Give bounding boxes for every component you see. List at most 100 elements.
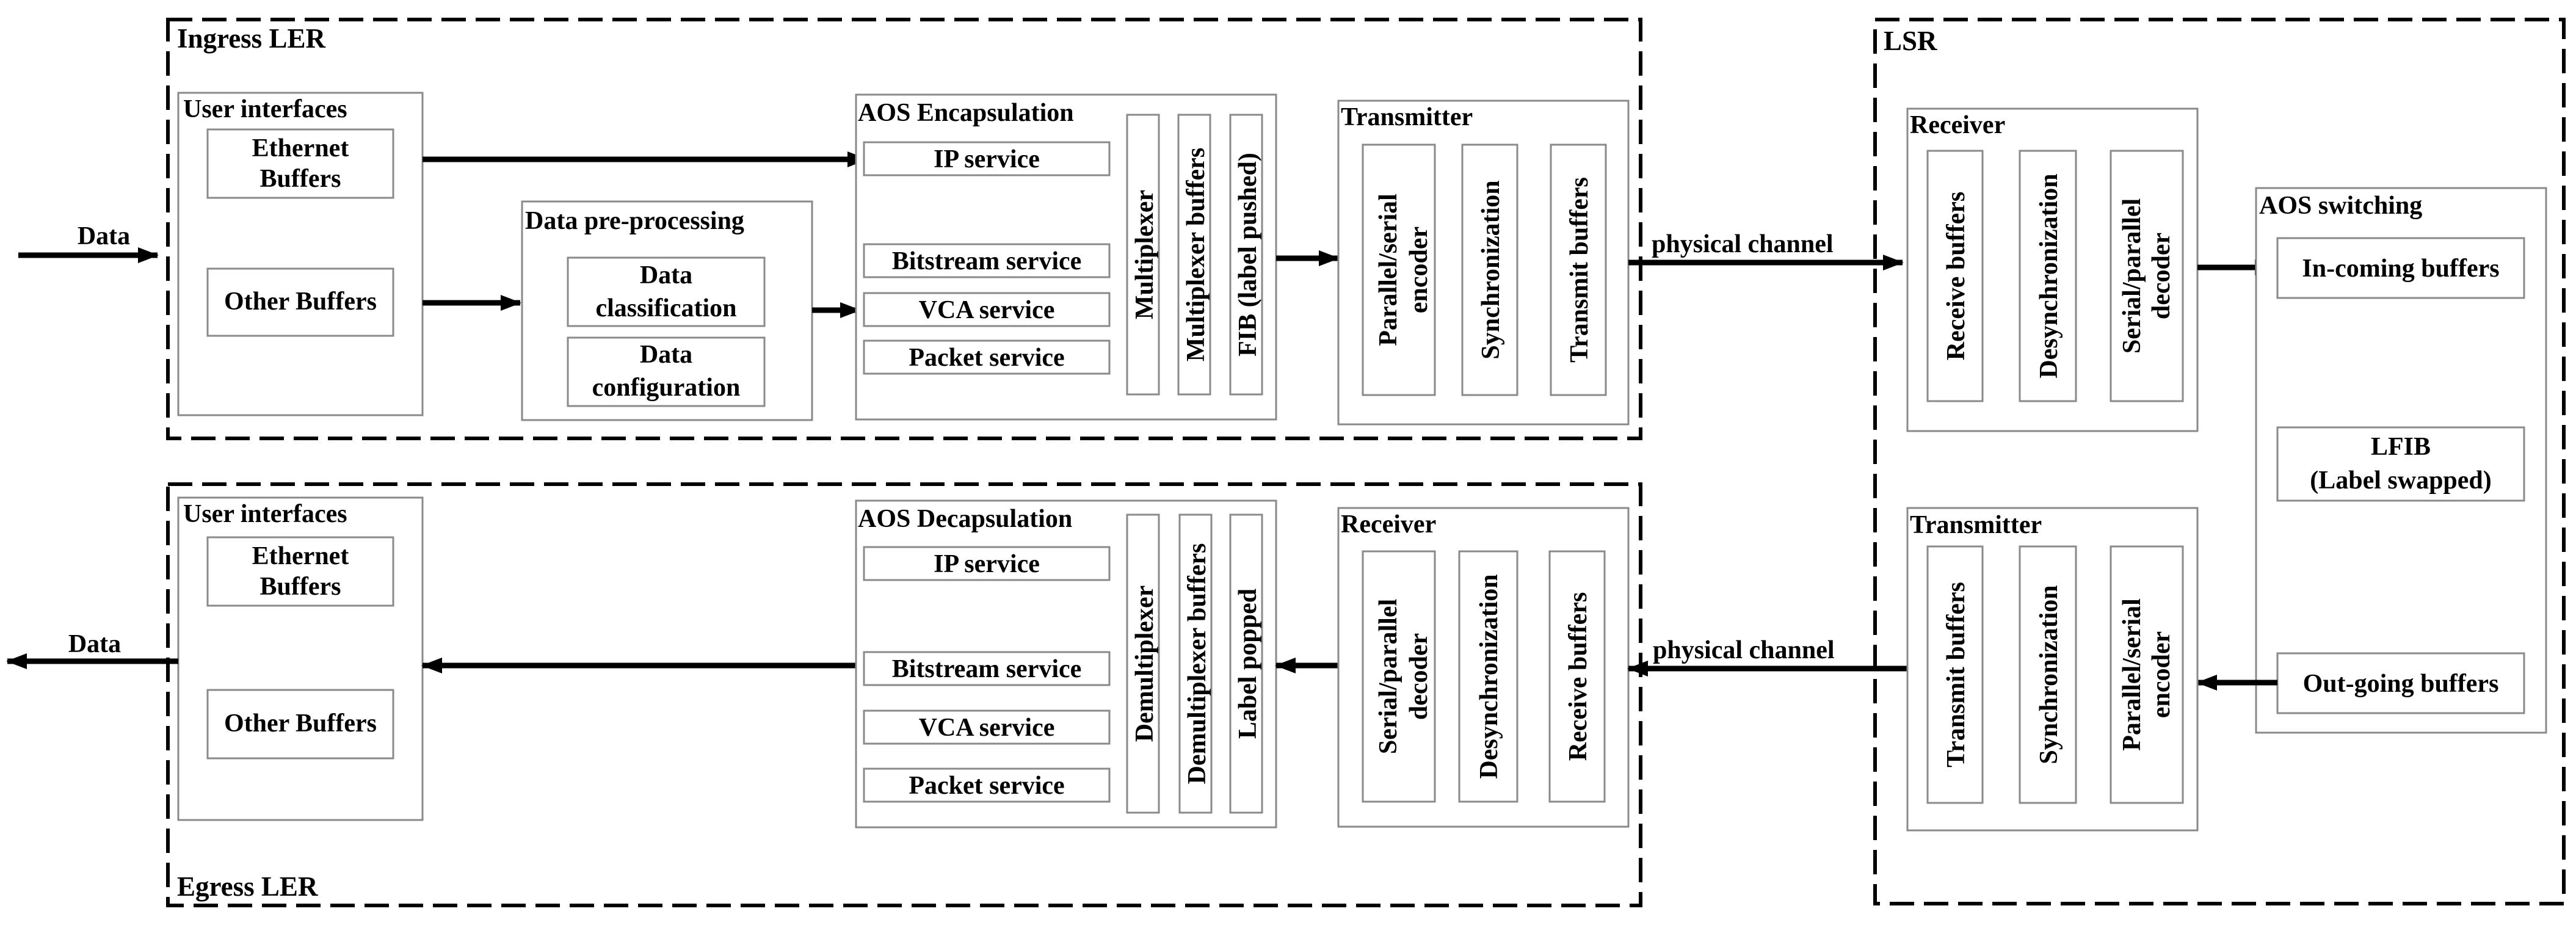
ingress-ethernet-buffers-line2: Buffers (260, 165, 341, 193)
lsr-transmitter-title: Transmitter (1910, 511, 2042, 539)
egress-ethernet-buffers-line1: Ethernet (252, 542, 349, 570)
enc-bitstream-service-label: Bitstream service (892, 247, 1082, 275)
demultiplexer-label: Demultiplexer (1131, 586, 1159, 742)
egress-desynchronization-label: Desynchronization (1475, 574, 1503, 778)
demultiplexer-buffers-label: Demultiplexer buffers (1183, 543, 1211, 785)
ingress-ler-title: Ingress LER (177, 23, 325, 54)
data-classification-box (567, 256, 766, 327)
egress-other-buffers-box (206, 689, 394, 760)
physical-channel-top-label: physical channel (1652, 230, 1834, 258)
ingress-other-buffers-box (206, 267, 394, 337)
ingress-synchronization-label: Synchronization (1477, 180, 1505, 359)
lfib-box (2276, 426, 2525, 502)
incoming-buffers-box (2276, 237, 2525, 299)
demultiplexer-box (1126, 513, 1160, 814)
lsr-desynchronization-box (2019, 150, 2077, 402)
ingress-encoder-line2: encoder (1405, 227, 1433, 313)
ingress-encoder-line1: Parallel/serial (1374, 194, 1402, 346)
multiplexer-buffers-label: Multiplexer buffers (1182, 148, 1210, 361)
enc-vca-service-label: VCA service (919, 296, 1055, 324)
dec-vca-service-label: VCA service (919, 714, 1055, 742)
data-configuration-line2: configuration (592, 374, 741, 402)
lsr-transmit-buffers-box (1926, 545, 1984, 804)
label-popped-label: Label popped (1234, 589, 1262, 739)
ingress-ethernet-buffers-box (206, 128, 394, 199)
data-classification-line1: Data (640, 261, 692, 289)
enc-packet-service-label: Packet service (909, 344, 1064, 372)
egress-ler-container (166, 482, 1642, 907)
data-out-label: Data (68, 630, 121, 658)
ingress-other-buffers-label: Other Buffers (224, 288, 377, 316)
ingress-transmitter-title: Transmitter (1341, 103, 1473, 131)
physical-channel-bottom-label: physical channel (1653, 636, 1835, 664)
data-in-label: Data (78, 222, 130, 250)
ingress-transmit-buffers-box (1550, 143, 1607, 396)
ingress-user-interfaces-title: User interfaces (183, 95, 347, 123)
outgoing-buffers-label: Out-going buffers (2303, 670, 2499, 698)
dec-ip-service-label: IP service (934, 550, 1040, 578)
data-configuration-line1: Data (640, 341, 692, 369)
enc-vca-service-box (863, 292, 1111, 327)
egress-decoder-line2: decoder (1405, 633, 1433, 720)
data-classification-line2: classification (596, 294, 737, 322)
lsr-desynchronization-label: Desynchronization (2035, 173, 2063, 378)
lsr-decoder-line1: Serial/parallel (2118, 198, 2146, 354)
dec-vca-service-box (863, 709, 1111, 745)
dec-bitstream-service-label: Bitstream service (892, 655, 1082, 683)
multiplexer-box (1126, 114, 1160, 396)
lsr-transmit-buffers-label: Transmit buffers (1942, 582, 1970, 767)
ingress-transmit-buffers-label: Transmit buffers (1566, 177, 1594, 363)
multiplexer-label: Multiplexer (1131, 190, 1159, 319)
ingress-ler-container (166, 18, 1642, 440)
lsr-title: LSR (1884, 26, 1937, 56)
lsr-receive-buffers-label: Receive buffers (1942, 192, 1970, 360)
egress-other-buffers-label: Other Buffers (224, 709, 377, 738)
egress-user-interfaces-title: User interfaces (183, 500, 347, 528)
lfib-line1: LFIB (2371, 433, 2431, 461)
ingress-parallel-serial-encoder-box (1362, 143, 1436, 396)
egress-serial-parallel-decoder-box (1362, 550, 1436, 803)
lsr-synchronization-label: Synchronization (2035, 585, 2063, 764)
ingress-ethernet-buffers-line1: Ethernet (252, 134, 349, 162)
egress-receive-buffers-box (1548, 550, 1606, 803)
enc-packet-service-box (863, 339, 1111, 375)
egress-decoder-line1: Serial/parallel (1374, 599, 1402, 754)
enc-ip-service-label: IP service (934, 145, 1040, 173)
demultiplexer-buffers-box (1178, 513, 1213, 814)
lsr-decoder-line2: decoder (2147, 233, 2175, 319)
lfib-line2: (Label swapped) (2310, 466, 2492, 495)
enc-bitstream-service-box (863, 243, 1111, 278)
fib-label-pushed-box (1229, 114, 1263, 396)
multiplexer-buffers-box (1177, 114, 1211, 396)
aos-switching-title: AOS switching (2259, 192, 2422, 220)
lsr-receive-buffers-box (1926, 150, 1984, 402)
dec-packet-service-label: Packet service (909, 772, 1064, 800)
aos-encapsulation-title: AOS Encapsulation (858, 99, 1074, 127)
data-configuration-box (567, 336, 766, 407)
lsr-encoder-line1: Parallel/serial (2118, 598, 2146, 751)
ingress-synchronization-box (1461, 143, 1518, 396)
lsr-synchronization-box (2019, 545, 2077, 804)
dec-bitstream-service-box (863, 651, 1111, 686)
egress-receiver-title: Receiver (1341, 510, 1436, 539)
egress-ethernet-buffers-line2: Buffers (260, 573, 341, 601)
egress-receive-buffers-label: Receive buffers (1564, 592, 1592, 761)
lsr-receiver-title: Receiver (1910, 111, 2005, 139)
lsr-parallel-serial-encoder-box (2110, 545, 2184, 804)
egress-desynchronization-box (1458, 550, 1518, 803)
dec-packet-service-box (863, 767, 1111, 803)
lsr-encoder-line2: encoder (2147, 631, 2175, 718)
enc-ip-service-box (863, 141, 1111, 176)
aos-decapsulation-title: AOS Decapsulation (858, 505, 1072, 533)
dec-ip-service-box (863, 546, 1111, 581)
egress-ethernet-buffers-box (206, 536, 394, 607)
label-popped-box (1229, 513, 1263, 814)
incoming-buffers-label: In-coming buffers (2302, 255, 2499, 283)
lsr-serial-parallel-decoder-box (2110, 150, 2184, 402)
lsr-container (1873, 18, 2566, 905)
egress-ler-title: Egress LER (177, 871, 318, 902)
fib-label-pushed-label: FIB (label pushed) (1234, 153, 1262, 357)
data-preprocessing-title: Data pre-processing (525, 207, 744, 235)
